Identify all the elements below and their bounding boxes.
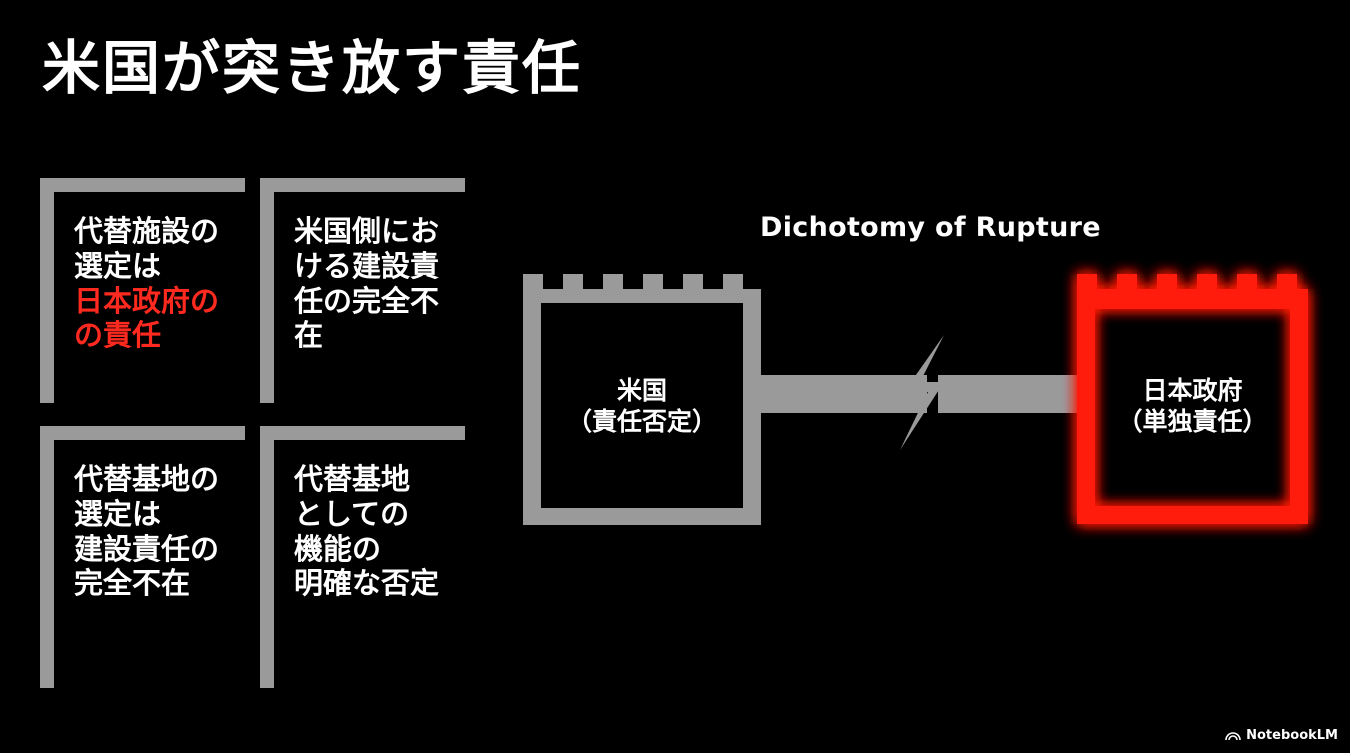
statement-1-line-2: 選定は: [74, 248, 162, 283]
statement-box-1: 代替施設の 選定は 日本政府の の責任: [40, 178, 245, 403]
statement-1-highlight-2: の責任: [74, 318, 162, 353]
statement-4-line-1: 代替基地: [294, 462, 411, 496]
broken-link-lightning-icon: [900, 335, 944, 450]
statement-2-line-3: 任の完全不: [294, 283, 440, 318]
us-node-name: 米国: [616, 376, 667, 405]
statement-4-line-3: 機能の: [294, 531, 382, 566]
statement-2-line-4: 在: [294, 318, 324, 353]
diagram-caption: Dichotomy of Rupture: [760, 212, 1101, 243]
statement-2-line-1: 米国側にお: [294, 214, 440, 248]
statement-box-4: 代替基地 としての 機能の 明確な否定: [260, 426, 465, 688]
statement-1-line-1: 代替施設の: [74, 214, 220, 248]
statement-3-line-2: 選定は: [74, 496, 162, 531]
connector-right: [938, 375, 1078, 413]
statement-box-3: 代替基地の 選定は 建設責任の 完全不在: [40, 426, 245, 688]
castle-tower-icon: [523, 274, 761, 525]
statement-4-line-2: としての: [294, 496, 410, 531]
brand-name: NotebookLM: [1246, 728, 1338, 743]
statement-3-line-4: 完全不在: [74, 566, 191, 601]
japan-node-label: 日本政府 （単独責任）: [1095, 375, 1290, 438]
statement-box-2: 米国側にお ける建設責 任の完全不 在: [260, 178, 465, 403]
statement-1-highlight-1: 日本政府の: [74, 283, 220, 318]
notebooklm-logo-icon: [1225, 732, 1241, 741]
statement-3-line-1: 代替基地の: [74, 462, 220, 496]
connector-left: [757, 375, 927, 413]
slide-title: 米国が突き放す責任: [42, 34, 583, 102]
statement-3-line-3: 建設責任の: [74, 531, 220, 566]
japan-node-status: （単独責任）: [1117, 407, 1268, 437]
statement-4-line-4: 明確な否定: [294, 566, 440, 601]
notebooklm-brand: NotebookLM: [1225, 728, 1338, 743]
us-node-label: 米国 （責任否定）: [541, 375, 743, 438]
us-node-status: （責任否定）: [566, 407, 717, 437]
japan-node-name: 日本政府: [1142, 376, 1243, 405]
castle-tower-icon: [1077, 274, 1308, 524]
statement-2-line-2: ける建設責: [294, 248, 440, 283]
